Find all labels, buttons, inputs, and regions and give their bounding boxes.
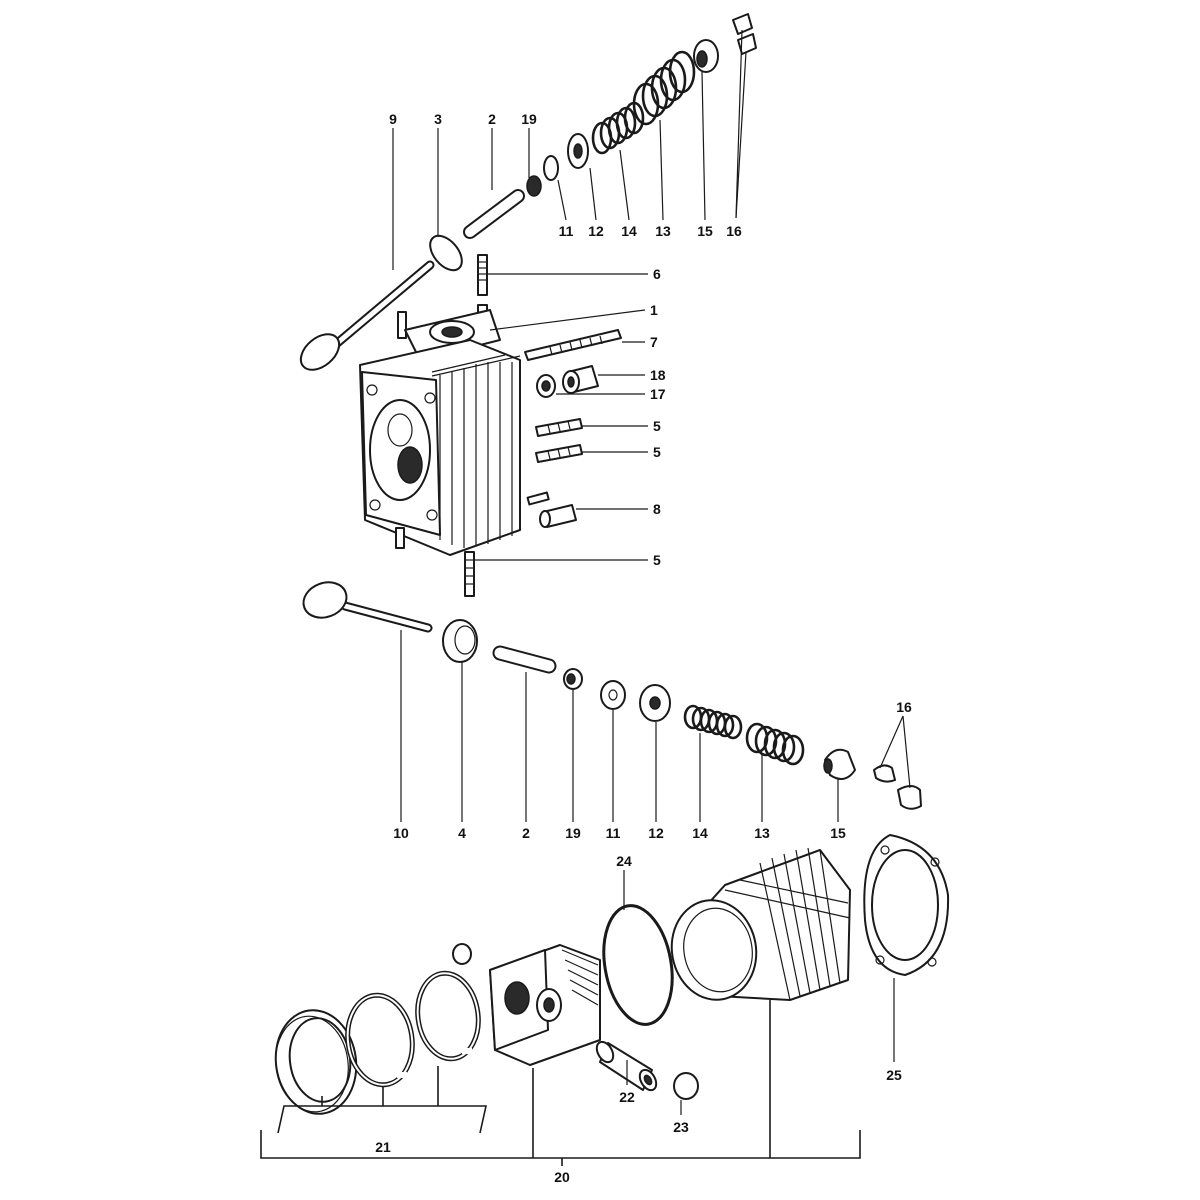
retainer-lower [823, 748, 856, 780]
stud-5b [535, 444, 583, 463]
label-6: 6 [653, 266, 661, 282]
piston-ring-small [415, 970, 481, 1062]
label-23: 23 [673, 1119, 689, 1135]
label-7: 7 [650, 334, 658, 350]
label-14-lower: 14 [692, 825, 708, 841]
cylinder-gasket-ring [602, 904, 674, 1026]
head-cooling-fins [431, 354, 521, 548]
label-15-lower: 15 [830, 825, 846, 841]
inner-spring-lower [683, 704, 743, 740]
label-13-upper: 13 [655, 223, 671, 239]
label-2-lower: 2 [522, 825, 530, 841]
label-19-lower: 19 [565, 825, 581, 841]
washer-upper [543, 155, 559, 181]
cylinder-group [274, 834, 950, 1115]
stud-7 [524, 329, 622, 361]
washer-lower [600, 680, 626, 710]
outer-spring-upper [632, 50, 696, 126]
label-24: 24 [616, 853, 632, 869]
stud-5a [535, 418, 583, 437]
label-15-upper: 15 [697, 223, 713, 239]
label-5-b: 5 [653, 444, 661, 460]
seal-lower [563, 668, 583, 690]
spring-cup-lower [639, 684, 671, 722]
keepers-lower [873, 764, 922, 810]
label-11-upper: 11 [559, 223, 574, 239]
label-16-lower: 16 [896, 699, 912, 715]
base-gasket [863, 834, 950, 976]
piston [489, 944, 601, 1066]
piston-ring-large [274, 1009, 358, 1115]
nut-18 [562, 365, 599, 394]
leader-lines [392, 29, 911, 1115]
label-25: 25 [886, 1067, 902, 1083]
label-9: 9 [389, 111, 397, 127]
label-19-upper: 19 [521, 111, 537, 127]
label-20: 20 [554, 1169, 570, 1185]
upper-valve-assembly [299, 13, 757, 371]
label-11-lower: 11 [606, 825, 621, 841]
valve-guide-upper [463, 189, 525, 239]
label-8: 8 [653, 501, 661, 517]
dowel-8 [539, 504, 577, 528]
label-12-upper: 12 [588, 223, 604, 239]
valve-seat-upper [429, 234, 463, 272]
label-17: 17 [650, 386, 666, 402]
label-21: 21 [375, 1139, 391, 1155]
piston-pin [595, 1040, 658, 1092]
label-1: 1 [650, 302, 658, 318]
group-brackets [260, 1000, 861, 1166]
label-5-c: 5 [653, 552, 661, 568]
part-labels: 9 3 2 19 11 12 14 13 15 16 6 1 7 18 17 5… [375, 111, 912, 1185]
valve-seat-lower [442, 619, 478, 663]
retainer-upper [693, 39, 719, 73]
label-13-lower: 13 [754, 825, 770, 841]
label-10: 10 [393, 825, 409, 841]
circlip-bottom [673, 1072, 699, 1100]
outer-spring-lower [745, 722, 805, 766]
label-18: 18 [650, 367, 666, 383]
label-22: 22 [619, 1089, 635, 1105]
label-16-upper: 16 [726, 223, 742, 239]
label-12-lower: 12 [648, 825, 664, 841]
label-3: 3 [434, 111, 442, 127]
valve-lower [302, 581, 433, 633]
valve-upper [299, 260, 435, 371]
cylinder-barrel [670, 847, 851, 1001]
cylinder-head [359, 254, 521, 597]
valve-guide-lower [492, 645, 557, 674]
label-2-upper: 2 [488, 111, 496, 127]
piston-ring-middle [345, 992, 415, 1088]
head-side-parts [524, 329, 622, 528]
seal-upper [526, 175, 542, 197]
circlip-top [452, 943, 472, 965]
keepers-upper [732, 13, 757, 55]
label-14-upper: 14 [621, 223, 637, 239]
label-5-a: 5 [653, 418, 661, 434]
label-4: 4 [458, 825, 466, 841]
lower-valve-assembly [302, 581, 922, 810]
